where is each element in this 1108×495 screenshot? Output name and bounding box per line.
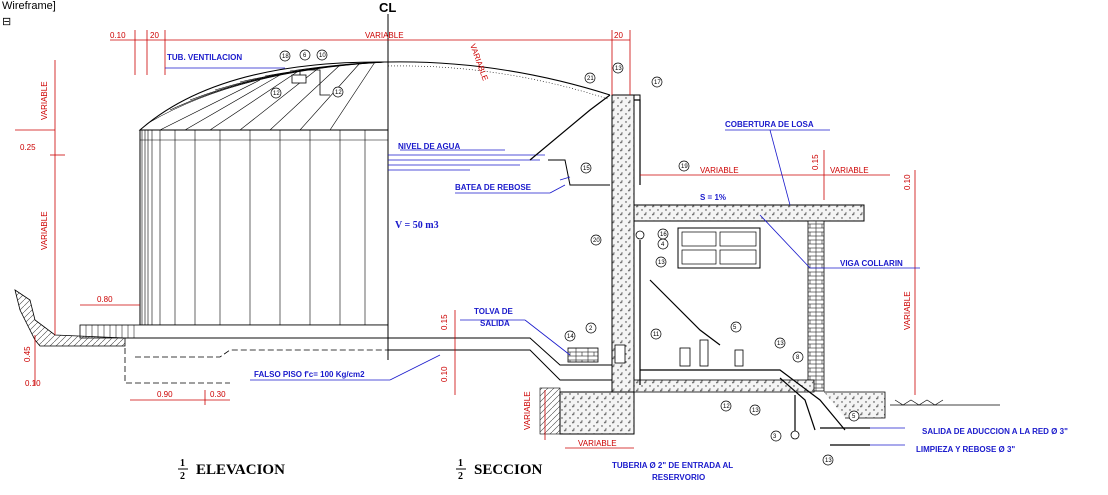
svg-text:17: 17 <box>654 80 661 86</box>
slab-cover-label: COBERTURA DE LOSA <box>725 120 814 129</box>
dim-080: 0.80 <box>97 295 113 304</box>
dim-010-hopper: 0.10 <box>440 366 449 382</box>
dim-variable-dome: VARIABLE <box>468 43 490 82</box>
svg-text:1: 1 <box>180 458 185 469</box>
section-title: 1 2 SECCION <box>456 458 543 482</box>
svg-text:20: 20 <box>593 238 600 244</box>
supply-outlet-label: SALIDA DE ADUCCION A LA RED Ø 3" <box>922 427 1068 436</box>
vent-label: TUB. VENTILACION <box>167 53 242 62</box>
dim-015-hopper: 0.15 <box>440 314 449 330</box>
dome-ribs <box>149 61 389 131</box>
dim-variable-left-upper: VARIABLE <box>40 81 49 120</box>
dim-010-left: 0.10 <box>25 379 41 388</box>
svg-text:13: 13 <box>777 341 784 347</box>
cleaning-overflow-label: LIMPIEZA Y REBOSE Ø 3" <box>916 445 1015 454</box>
svg-text:13: 13 <box>658 260 665 266</box>
dim-090: 0.90 <box>157 390 173 399</box>
dim-025: 0.25 <box>20 143 36 152</box>
dim-variable-mid: VARIABLE <box>700 166 739 175</box>
valves <box>614 230 800 440</box>
svg-text:2: 2 <box>589 326 593 332</box>
svg-text:13: 13 <box>825 458 832 464</box>
false-floor-label: FALSO PISO f'c= 100 Kg/cm2 <box>254 370 365 379</box>
svg-text:2: 2 <box>180 471 185 482</box>
svg-text:14: 14 <box>567 334 574 340</box>
svg-text:2: 2 <box>458 471 463 482</box>
overflow-tray-label: BATEA DE REBOSE <box>455 183 532 192</box>
dim-015-roof: 0.15 <box>811 154 820 170</box>
outlet-hopper-label-2: SALIDA <box>480 319 510 328</box>
section-view <box>387 61 1000 446</box>
svg-text:16: 16 <box>660 232 667 238</box>
svg-text:12: 12 <box>273 91 280 97</box>
svg-text:13: 13 <box>752 408 759 414</box>
dim-20-right: 20 <box>614 31 623 40</box>
water-level-lines <box>388 154 545 171</box>
svg-text:12: 12 <box>723 404 730 410</box>
dim-030: 0.30 <box>210 390 226 399</box>
svg-text:SECCION: SECCION <box>474 462 543 478</box>
water-level-label: NIVEL DE AGUA <box>398 142 460 151</box>
svg-text:12: 12 <box>335 90 342 96</box>
svg-text:18: 18 <box>282 54 289 60</box>
svg-text:4: 4 <box>661 242 665 248</box>
svg-text:ELEVACION: ELEVACION <box>196 462 285 478</box>
svg-text:6: 6 <box>303 53 307 59</box>
minimize-icon[interactable]: ⊟ <box>2 16 12 28</box>
elevation-view <box>14 61 389 384</box>
svg-text:13: 13 <box>615 66 622 72</box>
dim-variable-base-v: VARIABLE <box>523 391 532 430</box>
svg-text:5: 5 <box>852 414 856 420</box>
dim-variable-roof: VARIABLE <box>830 166 869 175</box>
centerline-label: CL <box>379 0 396 15</box>
elevation-title: 1 2 ELEVACION <box>178 458 285 482</box>
svg-text:21: 21 <box>587 76 594 82</box>
dim-045: 0.45 <box>23 346 32 362</box>
dim-variable-top: VARIABLE <box>365 31 404 40</box>
svg-text:19: 19 <box>681 164 688 170</box>
dim-variable-base-h: VARIABLE <box>578 439 617 448</box>
ventilation-window <box>677 227 761 269</box>
pipework <box>529 94 870 446</box>
svg-text:10: 10 <box>319 53 326 59</box>
wall-panels <box>140 130 388 325</box>
reference-bubbles <box>270 49 860 466</box>
reference-bubble-numbers: 18 6 10 12 21 13 17 15 19 20 16 4 13 14 … <box>273 53 856 464</box>
viewport-label[interactable]: Wireframe] <box>0 0 58 12</box>
svg-text:8: 8 <box>796 355 800 361</box>
dim-010-top: 0.10 <box>110 31 126 40</box>
dim-010-right: 0.10 <box>903 174 912 190</box>
dim-variable-right: VARIABLE <box>903 291 912 330</box>
slope-label: S = 1% <box>700 193 726 202</box>
svg-text:3: 3 <box>773 434 777 440</box>
svg-text:11: 11 <box>653 332 660 338</box>
dimension-lines <box>15 30 916 449</box>
vent-pipe <box>291 69 330 96</box>
outlet-hopper-label-1: TOLVA DE <box>474 307 513 316</box>
dim-variable-left-lower: VARIABLE <box>40 211 49 250</box>
leader-lines <box>165 67 920 446</box>
svg-text:15: 15 <box>583 166 590 172</box>
inlet-pipe-label-2: RESERVORIO <box>652 473 705 482</box>
svg-text:5: 5 <box>733 325 737 331</box>
collar-beam-label: VIGA COLLARIN <box>840 259 903 268</box>
inlet-pipe-label-1: TUBERIA Ø 2" DE ENTRADA AL <box>612 461 733 470</box>
dim-20-top: 20 <box>150 31 159 40</box>
volume-label: V = 50 m3 <box>395 220 439 231</box>
svg-text:1: 1 <box>458 458 463 469</box>
